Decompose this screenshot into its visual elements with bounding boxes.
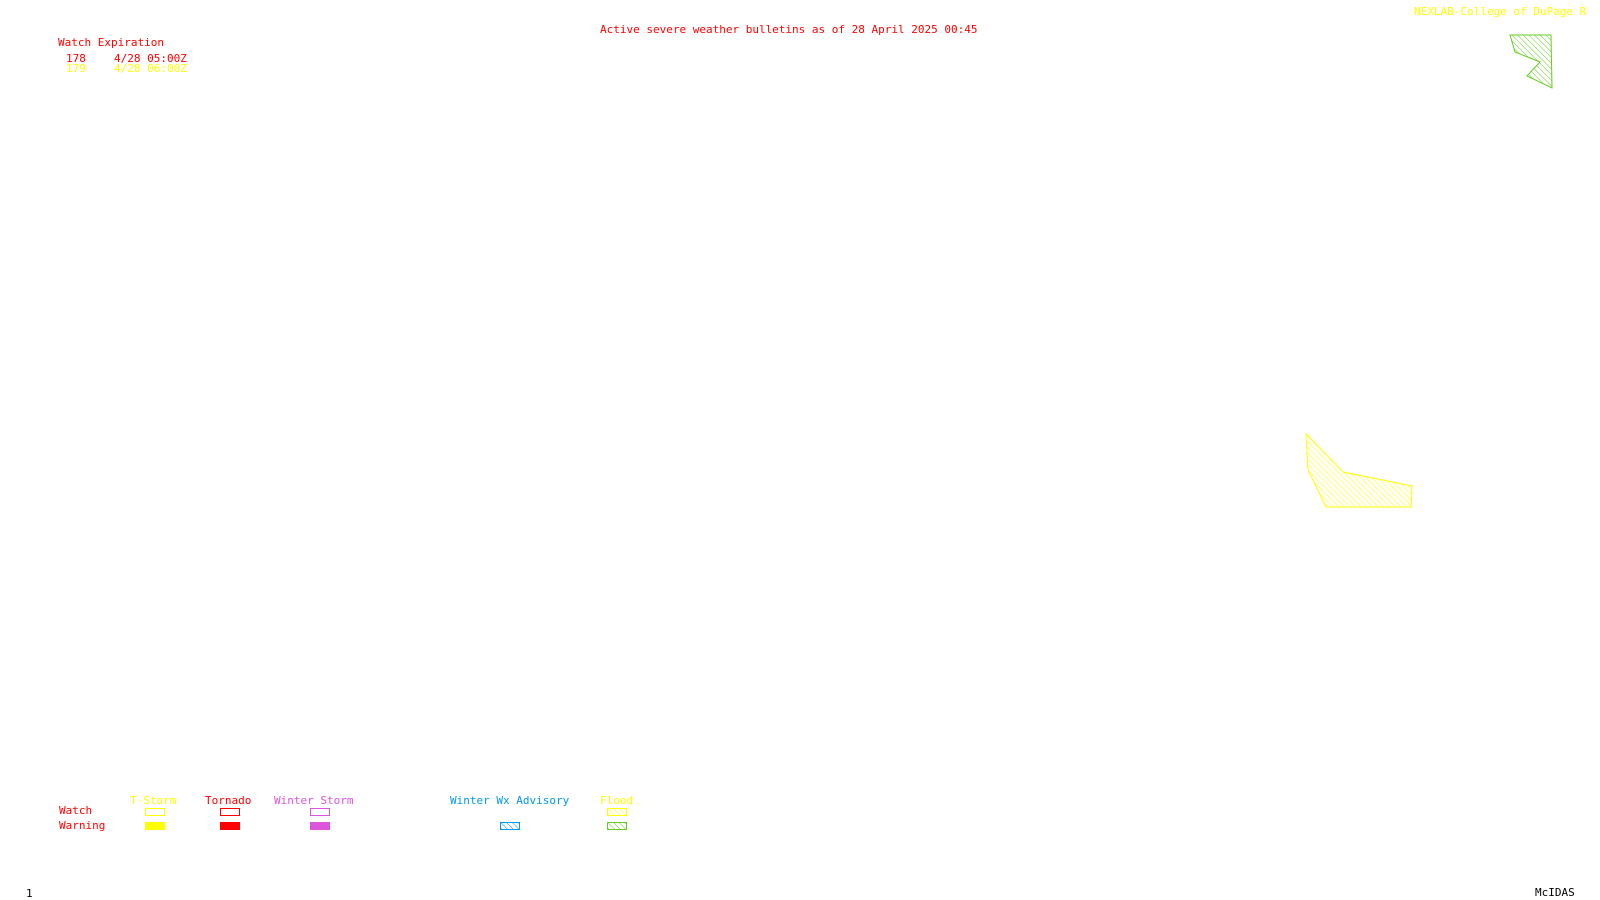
flood-watch-area [1305,432,1413,508]
watch-id-179: 179 [66,62,86,75]
watch-id-178: 178 [66,52,86,65]
legend-tornado-label: Tornado [205,794,252,807]
legend-winter-wx-advisory-label: Winter Wx Advisory [450,794,570,807]
software-label: McIDAS [1535,886,1575,899]
legend-flood-label: Flood [600,794,634,807]
legend-row-warning: Warning [59,819,106,832]
watch-expiration-179: 4/28 06:00Z [114,62,187,75]
legend-tstorm-watch-swatch [145,808,165,816]
legend-winter-storm-watch-swatch [310,808,330,816]
legend-flood-warning-swatch [607,822,627,830]
legend-tornado-warning-swatch [220,822,240,830]
flood-warning-area [1509,34,1553,89]
watch-table-heading: Watch Expiration [58,36,164,49]
legend-winter-storm-warning-swatch [310,822,330,830]
legend-tstorm-label: T-Storm [130,794,177,807]
legend-tornado-watch-swatch [220,808,240,816]
legend-winter-storm-label: Winter Storm [274,794,354,807]
legend-tstorm-warning-swatch [145,822,165,830]
legend-winter-wx-advisory-swatch [500,822,520,830]
bulletin-title: Active severe weather bulletins as of 28… [600,23,978,36]
legend-row-watch: Watch [59,804,93,817]
watch-expiration-178: 4/28 05:00Z [114,52,187,65]
legend-flood-watch-swatch [607,808,627,816]
frame-number: 1 [26,887,33,900]
credit-text: NEXLAB-College of DuPage R [1414,5,1587,18]
